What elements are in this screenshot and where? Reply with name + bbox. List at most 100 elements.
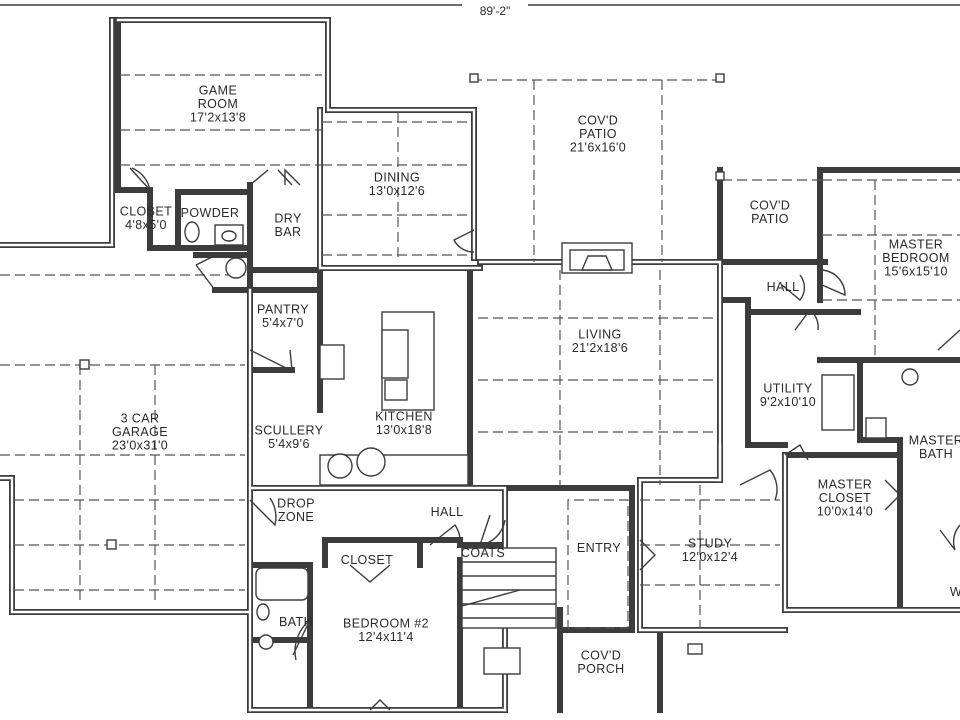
room-label-hall-master: HALL [767,280,800,294]
room-name-line: COV'D [750,198,791,212]
room-name-line: HALL [767,280,800,294]
room-name-line: DROP [277,496,315,510]
room-label-entry: ENTRY [577,541,621,555]
room-label-wic-partial: W [950,585,960,599]
room-label-bath-2: BATH [279,615,313,629]
room-name-line: CLOSET [819,491,871,505]
room-name-line: COV'D [581,648,622,662]
overall-dimension-label: 89'-2" [480,4,511,18]
door-swings [129,167,960,711]
room-name-line: ROOM [198,97,239,111]
room-size: 5'4x9'6 [268,437,310,451]
room-name-line: BEDROOM [882,251,949,265]
room-name-line: LIVING [578,327,621,341]
room-name-wic-partial: W [950,585,960,599]
room-name-closet-bed2: CLOSET [341,553,393,567]
room-name-line: SCULLERY [255,423,324,437]
kitchen-fixtures [319,311,469,486]
room-name-line: PORCH [577,662,624,676]
room-name-line: MASTER [909,433,960,447]
room-name-line: COV'D [578,114,619,128]
room-name-coats: COATS [461,546,505,560]
room-size: 5'4x7'0 [262,316,304,330]
room-size: 23'0x31'0 [112,439,168,453]
room-name-bath-2: BATH [279,615,313,629]
room-name-hall-master: HALL [767,280,800,294]
room-size: 4'8x5'0 [125,218,167,232]
room-name-line: COATS [461,546,505,560]
room-size: 21'6x16'0 [570,141,626,155]
room-name-line: BAR [275,225,302,239]
room-name-line: PANTRY [257,302,309,316]
garage-markers [79,73,725,550]
overall-dimension-line: 89'-2" [0,4,960,18]
room-label-hall-main: HALL [431,505,464,519]
room-name-line: BATH [919,447,953,461]
room-size: 13'0x12'6 [369,184,425,198]
room-name-line: BATH [279,615,313,629]
room-name-line: GAME [199,84,237,98]
stairs [461,547,557,629]
room-name-line: KITCHEN [375,409,433,423]
room-name-hall-main: HALL [431,505,464,519]
room-name-line: MASTER [889,238,944,252]
room-size: 12'4x11'4 [358,630,413,644]
room-name-line: MASTER [818,478,873,492]
room-size: 21'2x18'6 [572,341,628,355]
room-name-line: BEDROOM #2 [343,616,429,630]
room-name-line: 3 CAR [121,412,160,426]
room-name-line: GARAGE [112,425,168,439]
room-name-line: DRY [274,211,302,225]
room-size: 13'0x18'8 [376,423,432,437]
room-label-coats: COATS [461,546,505,560]
room-name-line: STUDY [688,536,733,550]
room-name-line: PATIO [579,127,617,141]
room-name-line: UTILITY [763,381,813,395]
room-label-powder: POWDER [181,206,240,220]
room-name-powder: POWDER [181,206,240,220]
room-name-entry: ENTRY [577,541,621,555]
room-name-line: HALL [431,505,464,519]
room-size: 17'2x13'8 [190,111,246,125]
room-name-line: ENTRY [577,541,621,555]
room-name-line: CLOSET [120,204,172,218]
room-name-line: CLOSET [341,553,393,567]
